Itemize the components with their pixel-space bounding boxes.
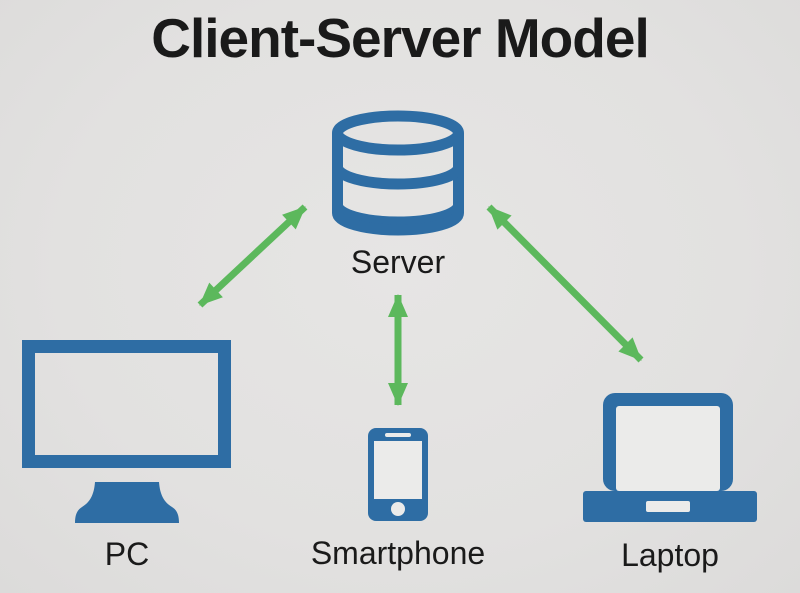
smartphone-icon — [368, 428, 428, 521]
arrow-server-pc — [197, 204, 308, 308]
desktop-monitor-icon — [22, 340, 231, 523]
server-label: Server — [350, 244, 446, 280]
server-node: Server — [332, 110, 464, 280]
database-icon — [332, 110, 464, 236]
laptop-label: Laptop — [621, 537, 719, 573]
pc-node: PC — [21, 338, 233, 572]
pc-label: PC — [104, 536, 150, 572]
diagram-title: Client-Server Model — [151, 7, 650, 69]
arrow-server-laptop — [486, 204, 644, 363]
laptop-node: Laptop — [583, 393, 757, 573]
smartphone-label: Smartphone — [310, 535, 486, 571]
smartphone-node: Smartphone — [311, 428, 485, 571]
laptop-icon — [583, 393, 757, 522]
